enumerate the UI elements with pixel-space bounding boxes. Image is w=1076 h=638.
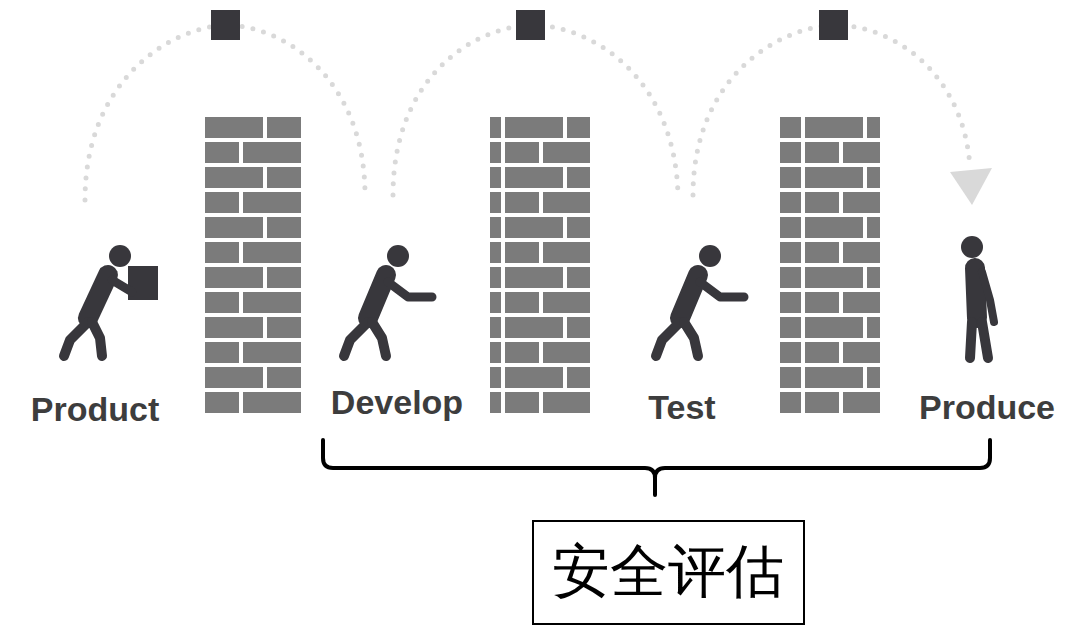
brick-wall <box>780 115 880 415</box>
thrown-box <box>211 10 240 40</box>
standing-figure <box>961 236 994 358</box>
arrow-head <box>950 168 992 205</box>
throw-arc <box>393 25 678 195</box>
brick-wall <box>490 115 590 415</box>
stage-label: Product <box>31 391 159 428</box>
carrying-figure <box>64 245 158 356</box>
brick-wall <box>203 115 303 415</box>
pushing-figure <box>656 245 744 356</box>
throw-arc <box>85 25 365 200</box>
stage-label: Test <box>648 389 715 426</box>
thrown-box <box>516 10 545 40</box>
thrown-box <box>819 10 848 40</box>
stage-label: Produce <box>919 389 1055 426</box>
bracket <box>323 440 990 495</box>
throw-arc <box>693 25 970 195</box>
box-text: 安全评估 <box>552 540 784 604</box>
caption-box: 安全评估 <box>532 520 805 625</box>
stage-label: Develop <box>331 384 463 421</box>
pushing-figure <box>344 245 432 356</box>
